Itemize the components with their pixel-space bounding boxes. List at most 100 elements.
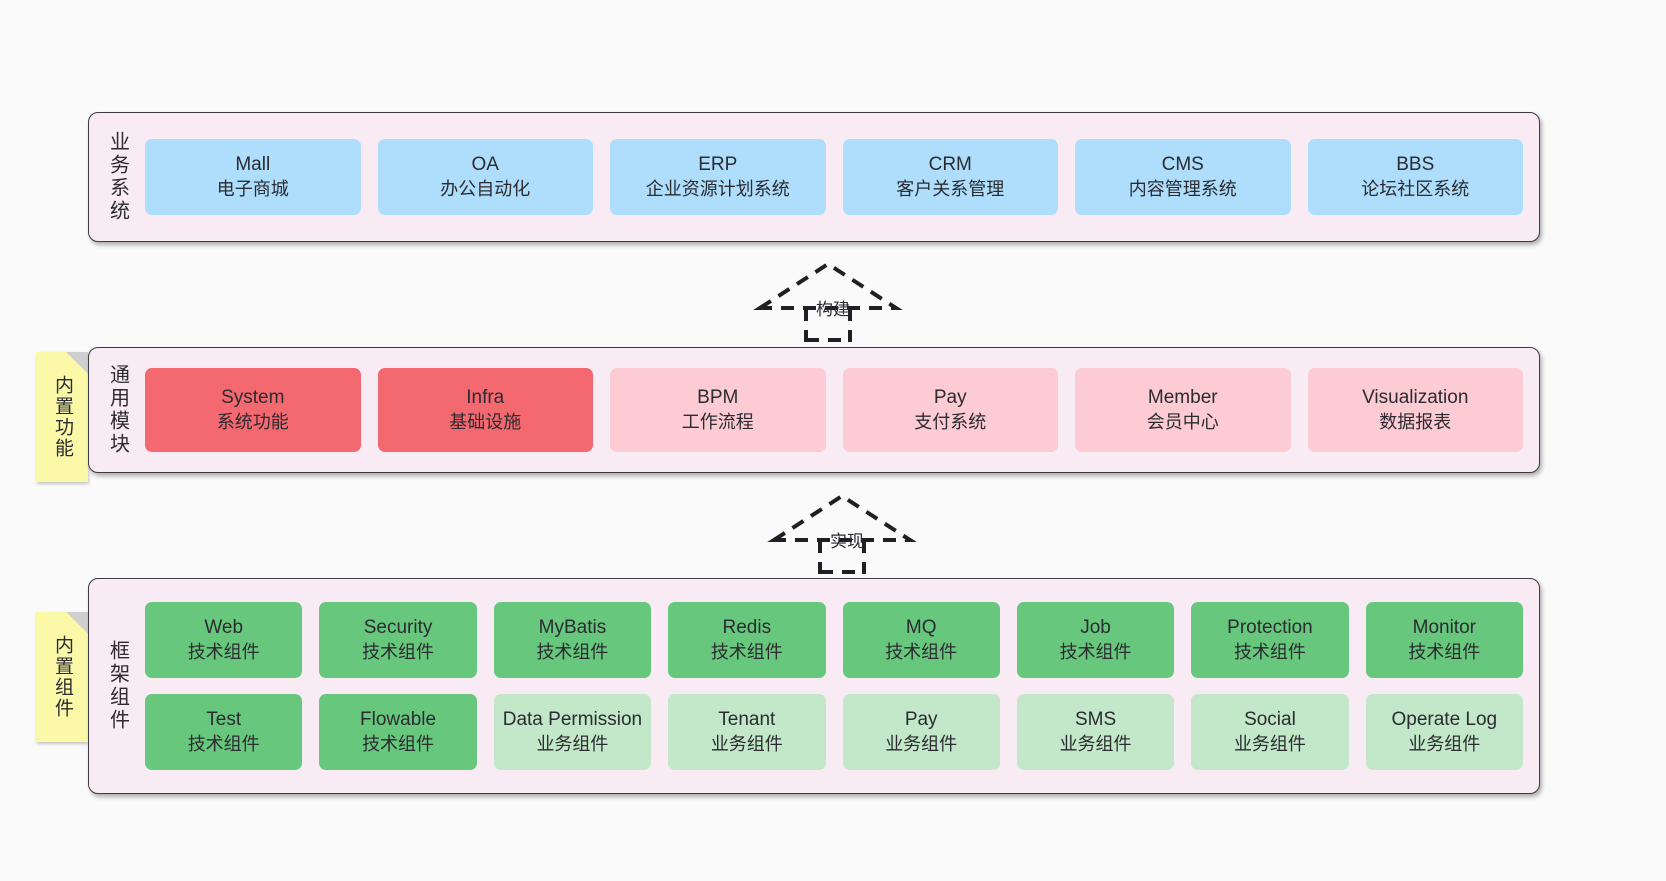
node-mall-en: Mall <box>235 153 271 175</box>
layer-module-label: 通用模块 <box>106 364 129 456</box>
node-social-en: Social <box>1244 708 1296 730</box>
node-flowable-cn: 技术组件 <box>362 733 435 754</box>
node-cms-cn: 内容管理系统 <box>1128 178 1237 199</box>
node-security-en: Security <box>363 616 433 638</box>
build-arrow-icon <box>753 261 903 342</box>
layer-framework-label: 框架组件 <box>106 640 129 732</box>
node-web-en: Web <box>204 616 244 638</box>
implement-arrow-icon <box>767 493 917 574</box>
layer-business-label: 业务系统 <box>106 131 129 223</box>
node-monitor-cn: 技术组件 <box>1408 641 1481 662</box>
node-erp-en: ERP <box>698 153 738 175</box>
node-infra-cn: 基础设施 <box>449 411 522 432</box>
node-operate-log[interactable]: Operate Log 业务组件 <box>1365 694 1523 770</box>
sticky-note-builtin-function: 内置功能 <box>36 352 88 482</box>
node-infra-en: Infra <box>466 386 505 408</box>
node-data-permission-cn: 业务组件 <box>536 733 609 754</box>
layer-framework-components: 框架组件 Web 技术组件 Security 技术组件 MyBatis 技术组件… <box>88 578 1540 794</box>
node-crm-cn: 客户关系管理 <box>896 178 1005 199</box>
node-erp-cn: 企业资源计划系统 <box>645 178 790 199</box>
node-web[interactable]: Web 技术组件 <box>145 602 303 678</box>
framework-business-row: Test 技术组件 Flowable 技术组件 Data Permission … <box>145 694 1523 770</box>
node-member[interactable]: Member 会员中心 <box>1075 368 1291 452</box>
node-flowable-en: Flowable <box>360 708 437 730</box>
node-flowable[interactable]: Flowable 技术组件 <box>319 694 477 770</box>
node-visualization[interactable]: Visualization 数据报表 <box>1307 368 1523 452</box>
node-bpm-en: BPM <box>697 386 739 408</box>
business-node-row: Mall 电子商城 OA 办公自动化 ERP 企业资源计划系统 CRM 客户关系… <box>145 139 1523 215</box>
node-protection[interactable]: Protection 技术组件 <box>1191 602 1349 678</box>
framework-tech-row: Web 技术组件 Security 技术组件 MyBatis 技术组件 Redi… <box>145 602 1523 678</box>
node-crm[interactable]: CRM 客户关系管理 <box>842 139 1058 215</box>
layer-module-body: System 系统功能 Infra 基础设施 BPM 工作流程 Pay 支付系统… <box>145 348 1539 472</box>
node-crm-en: CRM <box>928 153 972 175</box>
node-operate-log-cn: 业务组件 <box>1408 733 1481 754</box>
node-system-cn: 系统功能 <box>216 411 289 432</box>
node-test-en: Test <box>206 708 242 730</box>
node-pay-module[interactable]: Pay 支付系统 <box>842 368 1058 452</box>
node-cms[interactable]: CMS 内容管理系统 <box>1075 139 1291 215</box>
connector-implement-label: 实现 <box>830 532 864 551</box>
node-bpm-cn: 工作流程 <box>681 411 754 432</box>
node-social-cn: 业务组件 <box>1233 733 1306 754</box>
sticky-builtin-function-text: 内置功能 <box>51 375 73 459</box>
node-mq-en: MQ <box>905 616 937 638</box>
node-job-cn: 技术组件 <box>1059 641 1132 662</box>
sticky-note-builtin-component: 内置组件 <box>36 612 88 742</box>
node-mq-cn: 技术组件 <box>885 641 958 662</box>
node-data-permission-en: Data Permission <box>502 708 643 730</box>
node-cms-en: CMS <box>1161 153 1204 175</box>
layer-framework-body: Web 技术组件 Security 技术组件 MyBatis 技术组件 Redi… <box>145 579 1539 793</box>
sticky-builtin-component-text: 内置组件 <box>51 635 73 719</box>
layer-business-body: Mall 电子商城 OA 办公自动化 ERP 企业资源计划系统 CRM 客户关系… <box>145 113 1539 241</box>
node-pay-component-en: Pay <box>904 708 938 730</box>
node-monitor-en: Monitor <box>1412 616 1476 638</box>
node-oa[interactable]: OA 办公自动化 <box>377 139 593 215</box>
node-protection-cn: 技术组件 <box>1233 641 1306 662</box>
node-system-en: System <box>221 386 285 408</box>
layer-common-modules: 通用模块 System 系统功能 Infra 基础设施 BPM 工作流程 Pay… <box>88 347 1540 473</box>
node-mybatis-en: MyBatis <box>538 616 607 638</box>
node-social[interactable]: Social 业务组件 <box>1191 694 1349 770</box>
node-mybatis[interactable]: MyBatis 技术组件 <box>493 602 652 678</box>
node-bbs-cn: 论坛社区系统 <box>1361 178 1470 199</box>
node-test[interactable]: Test 技术组件 <box>145 694 303 770</box>
node-web-cn: 技术组件 <box>187 641 260 662</box>
connector-build-label: 构建 <box>816 300 850 319</box>
node-member-en: Member <box>1147 386 1218 408</box>
node-pay-component[interactable]: Pay 业务组件 <box>842 694 1000 770</box>
node-data-permission[interactable]: Data Permission 业务组件 <box>493 694 652 770</box>
node-security[interactable]: Security 技术组件 <box>319 602 477 678</box>
node-redis[interactable]: Redis 技术组件 <box>668 602 826 678</box>
node-tenant-en: Tenant <box>718 708 776 730</box>
node-bbs-en: BBS <box>1396 153 1435 175</box>
node-test-cn: 技术组件 <box>187 733 260 754</box>
node-visualization-en: Visualization <box>1362 386 1469 408</box>
node-bpm[interactable]: BPM 工作流程 <box>610 368 826 452</box>
node-operate-log-en: Operate Log <box>1391 708 1498 730</box>
node-infra[interactable]: Infra 基础设施 <box>377 368 593 452</box>
node-tenant-cn: 业务组件 <box>710 733 783 754</box>
node-job[interactable]: Job 技术组件 <box>1016 602 1175 678</box>
node-pay-module-cn: 支付系统 <box>914 411 987 432</box>
node-system[interactable]: System 系统功能 <box>145 368 361 452</box>
node-redis-en: Redis <box>722 616 772 638</box>
node-oa-en: OA <box>471 153 499 175</box>
node-mall[interactable]: Mall 电子商城 <box>145 139 361 215</box>
node-job-en: Job <box>1080 616 1111 638</box>
node-mybatis-cn: 技术组件 <box>536 641 609 662</box>
module-node-row: System 系统功能 Infra 基础设施 BPM 工作流程 Pay 支付系统… <box>145 368 1523 452</box>
node-security-cn: 技术组件 <box>362 641 435 662</box>
connector-build: 构建 <box>753 261 903 342</box>
node-tenant[interactable]: Tenant 业务组件 <box>668 694 826 770</box>
node-mq[interactable]: MQ 技术组件 <box>842 602 1000 678</box>
node-redis-cn: 技术组件 <box>710 641 783 662</box>
node-monitor[interactable]: Monitor 技术组件 <box>1365 602 1523 678</box>
node-sms[interactable]: SMS 业务组件 <box>1016 694 1175 770</box>
node-member-cn: 会员中心 <box>1146 411 1219 432</box>
node-oa-cn: 办公自动化 <box>440 178 531 199</box>
node-visualization-cn: 数据报表 <box>1379 411 1452 432</box>
node-bbs[interactable]: BBS 论坛社区系统 <box>1307 139 1523 215</box>
node-erp[interactable]: ERP 企业资源计划系统 <box>610 139 826 215</box>
